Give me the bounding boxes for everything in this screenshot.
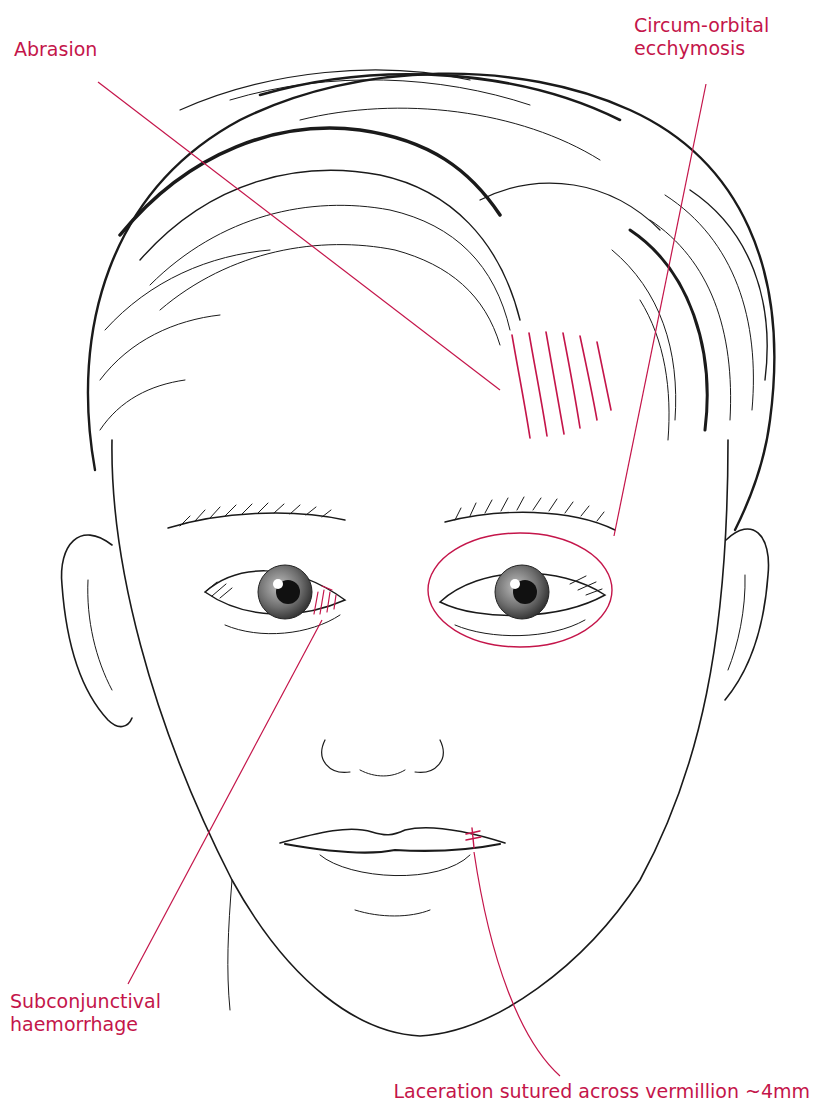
left-eyelashes [205, 582, 232, 598]
hair-strand [612, 250, 676, 420]
injuries [314, 332, 612, 848]
hair-strand [150, 205, 510, 330]
hair-strand [665, 195, 753, 410]
left-iris [258, 565, 312, 619]
hair-strand [105, 250, 270, 330]
ecchymosis-outline [428, 533, 612, 647]
right-eyebrow-hairs [455, 497, 604, 521]
annotation-label: Laceration sutured across vermillion ~4m… [391, 1080, 812, 1103]
lip-line [285, 844, 500, 852]
left-ear [62, 535, 132, 727]
right-ear [725, 529, 769, 700]
right-highlight [510, 579, 520, 589]
chin-crease [355, 910, 430, 916]
hair-strand [300, 108, 600, 160]
hair-strand [120, 128, 500, 235]
leader-line [474, 852, 560, 1076]
nose-left [322, 740, 350, 772]
left-eyebrow [168, 513, 345, 528]
label-box: Laceration sutured across vermillion ~4m… [391, 1080, 812, 1103]
left-ear-inner [88, 580, 112, 690]
left-highlight [273, 579, 283, 589]
nose-right [415, 740, 443, 772]
annotation-label: Abrasion [12, 38, 122, 61]
hair-strand [180, 70, 470, 110]
leader-lines [98, 82, 706, 1076]
right-ear-inner [728, 575, 745, 670]
annotation-label: Circum-orbital ecchymosis [632, 14, 808, 60]
eyes-iris [258, 565, 549, 619]
neck-line [228, 880, 232, 1010]
upper-lip [280, 828, 505, 843]
hair-outline [88, 74, 774, 530]
label-box: Circum-orbital ecchymosis [632, 14, 808, 60]
leader-line [98, 82, 500, 390]
hair-strand [100, 380, 185, 430]
annotation-label: Subconjunctival haemorrhage [8, 990, 188, 1036]
leader-line [128, 620, 322, 984]
label-box: Subconjunctival haemorrhage [8, 990, 188, 1036]
right-lower-lid [455, 620, 585, 636]
hair-strand [690, 190, 767, 380]
hair-strand [480, 183, 660, 230]
right-eyelashes [570, 576, 602, 595]
hair-strand [100, 315, 220, 380]
nose-base [360, 770, 405, 776]
face-lines [62, 70, 775, 1036]
lower-lip [320, 855, 470, 876]
face-outline [112, 440, 728, 1036]
label-box: Abrasion [12, 38, 122, 61]
hair-strand [230, 80, 530, 105]
leader-line [614, 84, 706, 536]
hair-strand [260, 74, 620, 120]
hair-strand [640, 300, 669, 440]
abrasion-marks [512, 332, 611, 438]
left-eyebrow-hairs [180, 503, 331, 526]
suture-mark [466, 828, 481, 848]
right-iris [495, 565, 549, 619]
subconjunctival-marks [314, 586, 336, 614]
